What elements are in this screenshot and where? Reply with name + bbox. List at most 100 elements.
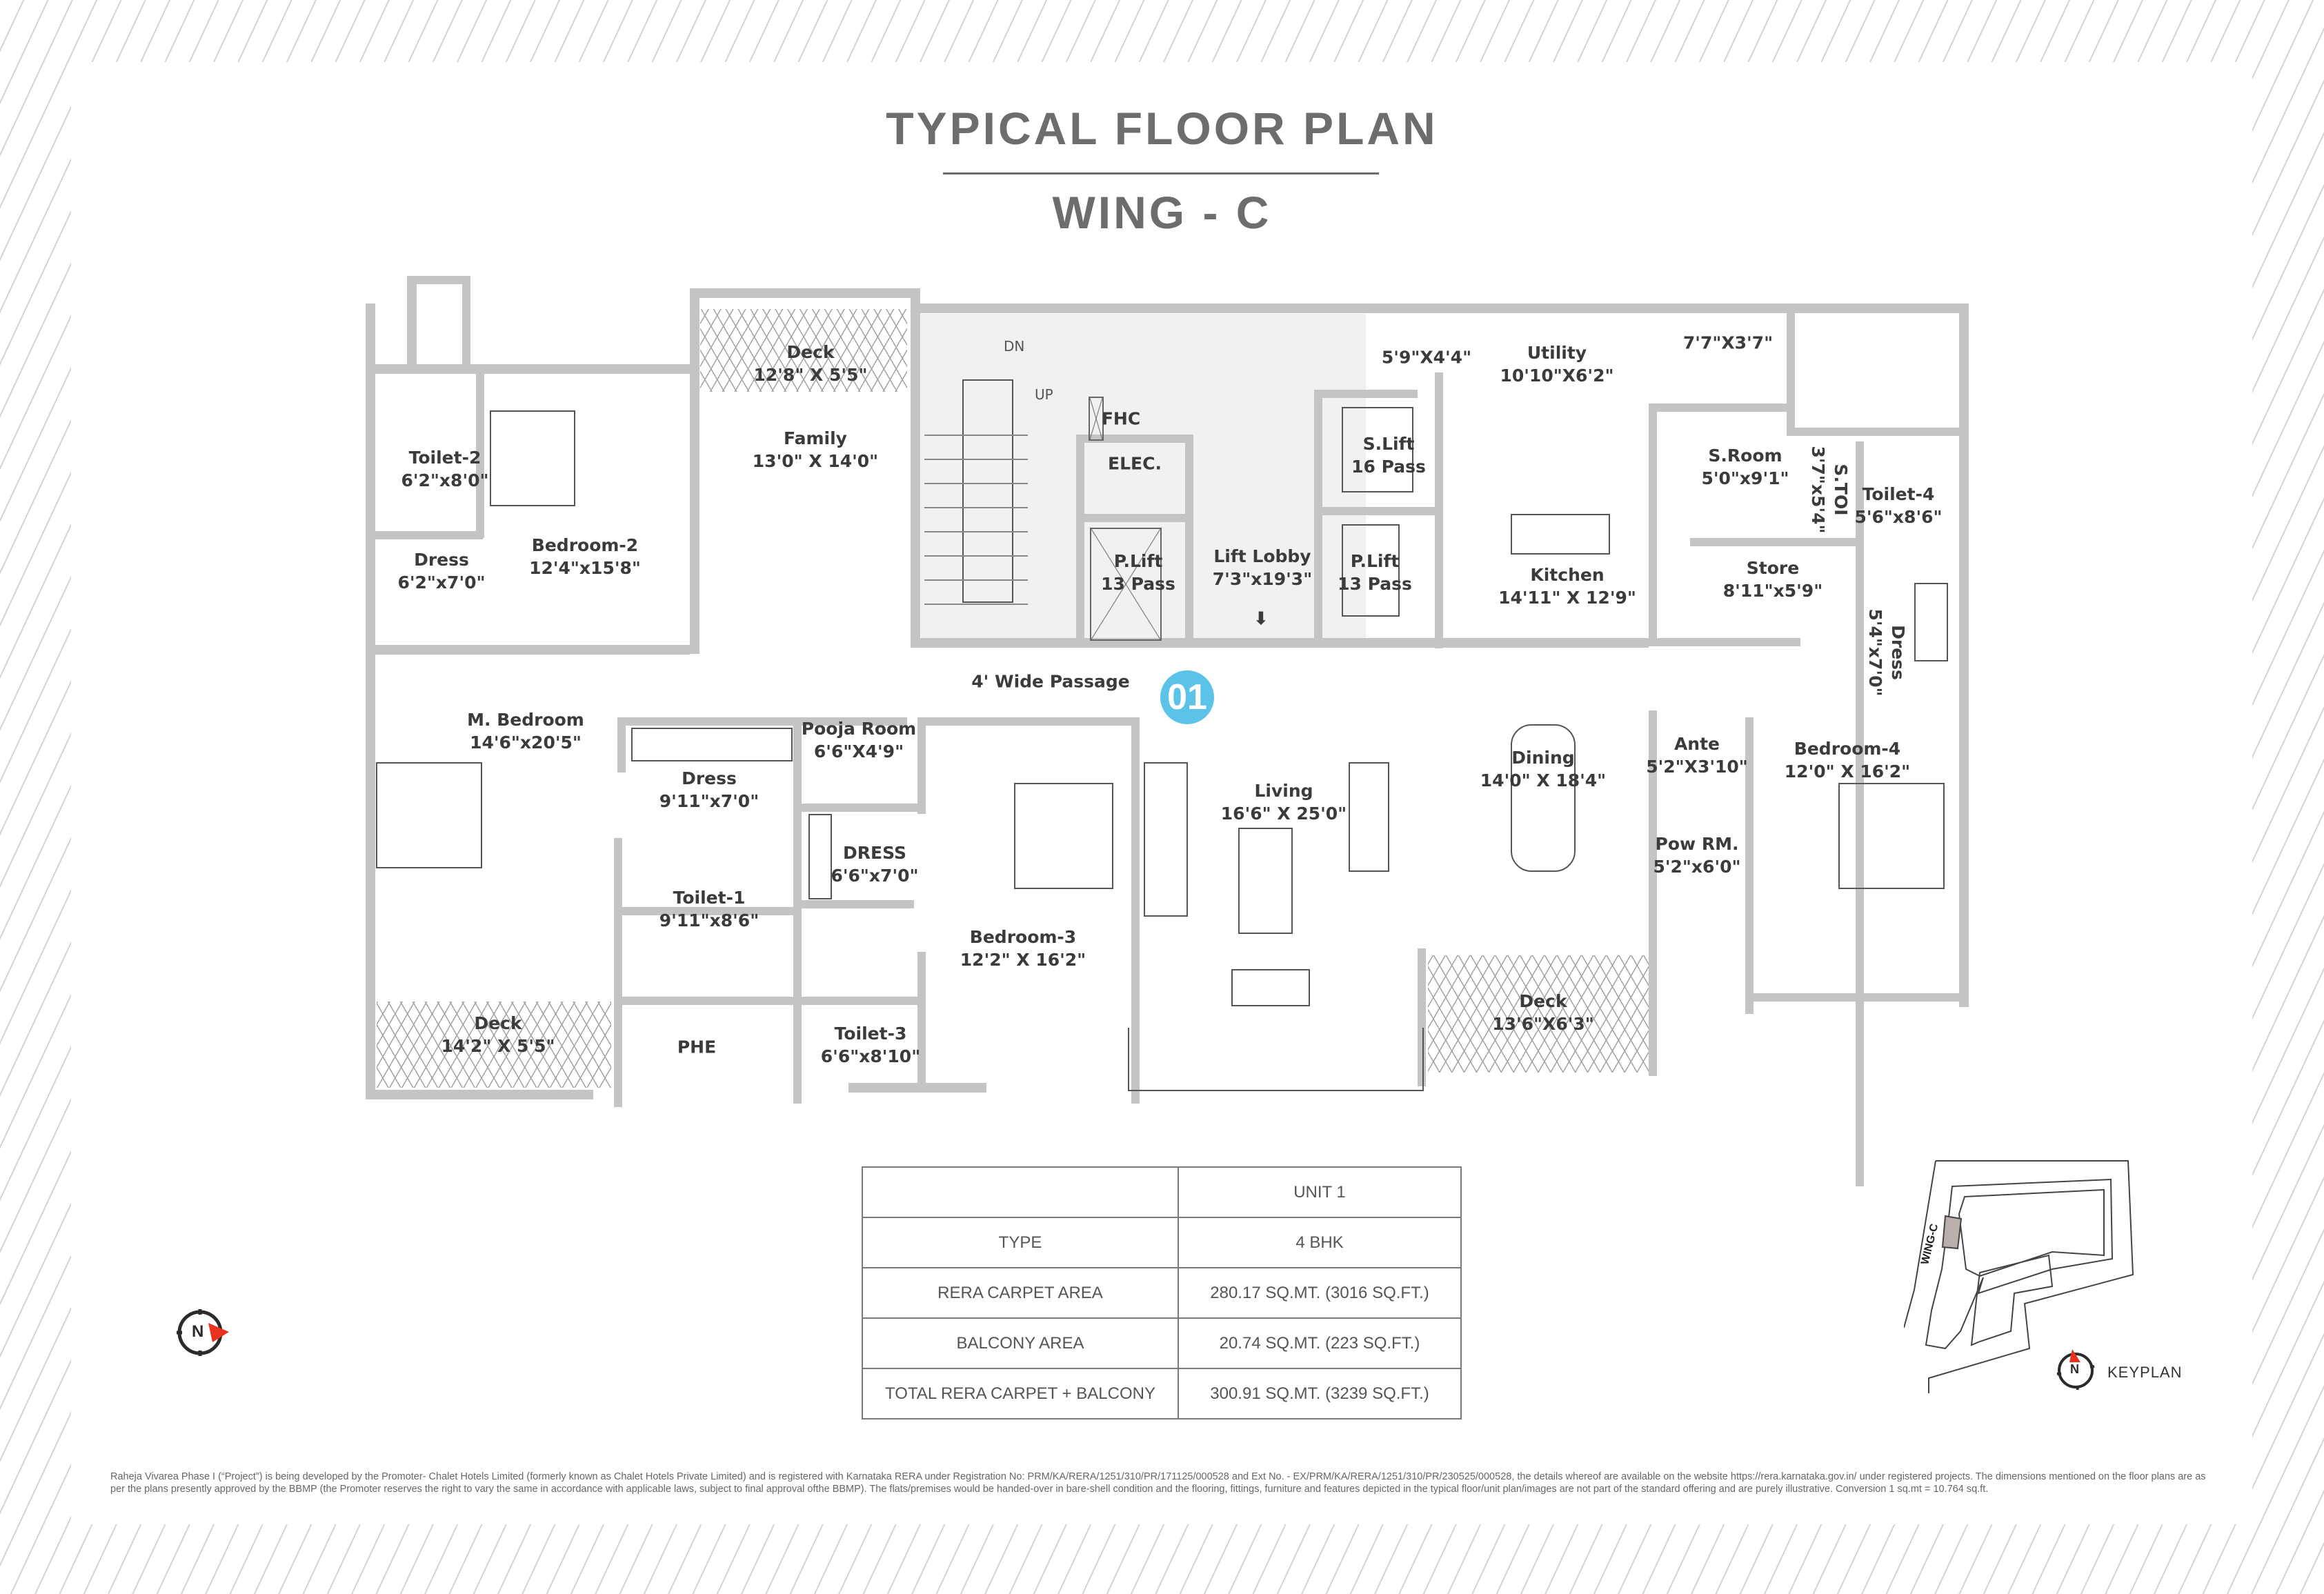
wall [1959, 303, 1969, 1007]
table-label-cell: TOTAL RERA CARPET + BALCONY [862, 1368, 1179, 1419]
room-utility-2: 7'7"X3'7" [1682, 332, 1774, 353]
wall [1314, 390, 1418, 398]
table-row: TOTAL RERA CARPET + BALCONY 300.91 SQ.MT… [862, 1368, 1462, 1419]
wall [1435, 372, 1443, 648]
legal-disclaimer: Raheja Vivarea Phase I (“Project”) is be… [110, 1471, 2206, 1495]
wall [1787, 428, 1966, 436]
stair-dn-label: DN [1004, 338, 1025, 355]
wall [407, 276, 469, 284]
wall [793, 717, 802, 1104]
fhc-shaft [1089, 397, 1104, 441]
wall [911, 303, 1966, 313]
table-label-cell: RERA CARPET AREA [862, 1267, 1179, 1319]
wall [366, 531, 483, 539]
bed-mbedroom [376, 762, 482, 868]
wall [1745, 993, 1966, 1002]
wall [917, 717, 926, 814]
wall [366, 1090, 593, 1099]
wall [690, 288, 699, 654]
table-label-cell: TYPE [862, 1217, 1179, 1268]
tv-unit [1231, 969, 1310, 1006]
wall [614, 907, 793, 915]
table-value-cell: 300.91 SQ.MT. (3239 SQ.FT.) [1178, 1368, 1462, 1419]
wall [1649, 638, 1800, 646]
wall [1649, 404, 1794, 412]
table-value-cell: 20.74 SQ.MT. (223 SQ.FT.) [1178, 1317, 1462, 1369]
wall [917, 952, 926, 1090]
compass-letter: N [192, 1322, 204, 1341]
stair-outline [962, 379, 1013, 603]
table-header-cell [862, 1166, 1179, 1218]
room-phe: PHE [677, 1037, 717, 1057]
wardrobe-dress4 [1914, 583, 1948, 661]
wall [1314, 390, 1322, 645]
table-label-cell: BALCONY AREA [862, 1317, 1179, 1369]
bed-bedroom2 [490, 410, 575, 506]
wall [1787, 303, 1795, 428]
wall [797, 900, 914, 908]
table-value-cell: 280.17 SQ.MT. (3016 SQ.FT.) [1178, 1267, 1462, 1319]
bed-bedroom3 [1014, 783, 1113, 889]
wall [1076, 514, 1193, 522]
wall [1185, 435, 1193, 641]
wall [1745, 717, 1754, 1014]
wall [800, 804, 924, 812]
keyplan-compass-letter: N [2070, 1362, 2079, 1376]
bay-window [1128, 1028, 1424, 1091]
table-row: RERA CARPET AREA 280.17 SQ.MT. (3016 SQ.… [862, 1267, 1462, 1319]
table-value-cell: 4 BHK [1178, 1217, 1462, 1268]
lift-shaft-left [1090, 528, 1162, 641]
down-arrow-icon: ⬇ [1253, 608, 1269, 630]
area-table: UNIT 1 TYPE 4 BHK RERA CARPET AREA 280.1… [862, 1166, 1462, 1419]
wardrobe-mdress [631, 728, 793, 761]
wall [848, 1083, 986, 1093]
wall [911, 288, 920, 647]
room-powder-room: Pow RM.5'2"x6'0" [1653, 834, 1741, 877]
wall [911, 638, 1649, 648]
title-divider [943, 172, 1379, 175]
table-row: BALCONY AREA 20.74 SQ.MT. (223 SQ.FT.) [862, 1317, 1462, 1369]
wall [924, 717, 1138, 726]
coffee-table [1238, 828, 1293, 934]
wall [366, 645, 690, 655]
table-row: TYPE 4 BHK [862, 1217, 1462, 1268]
wall [614, 997, 924, 1005]
room-passage: 4' Wide Passage [971, 671, 1130, 692]
keyplan-map: WING-C [1903, 1159, 2194, 1407]
wall [476, 372, 484, 538]
lift-car-slift [1342, 407, 1413, 492]
lift-car-plift-right [1342, 524, 1400, 617]
deck-top-hatch [700, 309, 907, 392]
wing-subtitle: WING - C [1052, 187, 1272, 238]
north-arrow-icon: N [174, 1304, 232, 1362]
wall [690, 288, 917, 298]
stair-up-label: UP [1035, 386, 1053, 403]
wall [1690, 538, 1859, 546]
wall [407, 276, 417, 366]
bed-bedroom4 [1838, 783, 1945, 889]
deck-left-hatch [377, 1002, 611, 1088]
